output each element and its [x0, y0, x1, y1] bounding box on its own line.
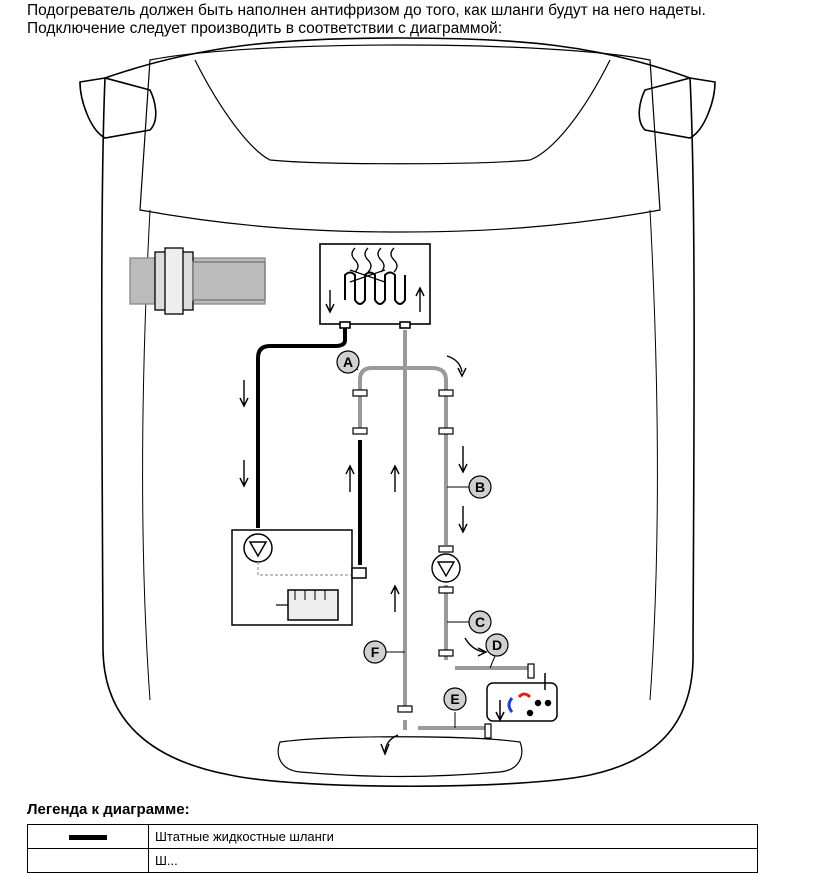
svg-text:A: A: [343, 354, 353, 370]
legend-symbol: [27, 848, 149, 873]
svg-text:B: B: [475, 479, 485, 495]
callout-c: C: [468, 610, 492, 634]
callout-e: E: [443, 687, 467, 711]
callout-leaders: [349, 362, 496, 728]
car-outline: [79, 37, 716, 788]
connection-diagram: A B C D E F: [79, 37, 716, 788]
legend-title: Легенда к диаграмме:: [27, 801, 190, 818]
flow-arrows: [239, 355, 488, 756]
oem-hose: [256, 328, 362, 565]
callout-f: F: [363, 640, 387, 664]
hose-clamps: [352, 389, 535, 739]
svg-text:F: F: [371, 644, 380, 660]
legend-text: Ш...: [148, 848, 758, 873]
pre-heater-unit: [486, 673, 558, 722]
oem-hose-symbol: [69, 835, 107, 841]
heater-hose: [358, 330, 530, 730]
callout-d: D: [485, 633, 509, 657]
callout-b: B: [468, 475, 492, 499]
circulation-pump: [431, 553, 461, 583]
engine-block: [231, 529, 367, 626]
callout-a: A: [336, 350, 360, 374]
cabin-heater-radiator: [319, 243, 431, 329]
intro-line-2: Подключение следует производить в соотве…: [27, 20, 503, 37]
legend-table: Штатные жидкостные шланги Ш...: [27, 824, 758, 873]
legend-text: Штатные жидкостные шланги: [148, 824, 758, 849]
legend-row: Штатные жидкостные шланги: [27, 824, 758, 849]
intro-text: Подогреватель должен быть наполнен антиф…: [27, 2, 706, 38]
svg-text:C: C: [475, 614, 485, 630]
svg-text:E: E: [450, 691, 459, 707]
pipe-fitting-detail: [129, 247, 266, 315]
legend-symbol: [27, 824, 149, 849]
intro-line-1: Подогреватель должен быть наполнен антиф…: [27, 2, 706, 19]
svg-text:D: D: [492, 637, 502, 653]
legend-row: Ш...: [27, 848, 758, 873]
